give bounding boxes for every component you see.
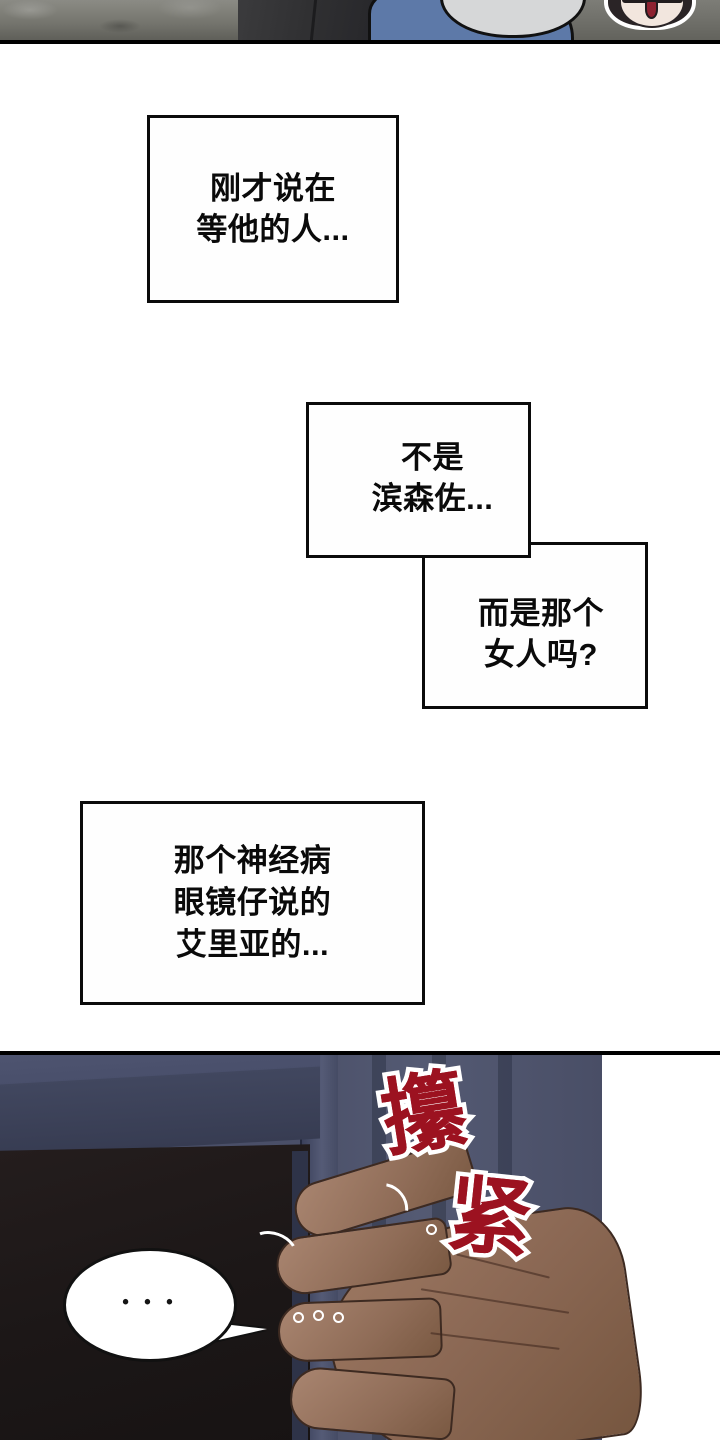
narration-box-4: 那个神经病 眼镜仔说的 艾里亚的... bbox=[80, 801, 425, 1005]
narration-line: 刚才说在 bbox=[210, 171, 336, 206]
narration-line: 艾里亚的... bbox=[175, 927, 330, 962]
sound-effect-tight: 紧 bbox=[439, 1161, 541, 1272]
narration-line: 等他的人... bbox=[196, 212, 350, 247]
narration-line: 女人吗? bbox=[484, 636, 598, 672]
speech-bubble: • • • bbox=[63, 1248, 237, 1362]
narration-box-1: 刚才说在 等他的人... bbox=[147, 115, 399, 303]
narration-box-3-text: 而是那个 女人吗? bbox=[478, 593, 604, 675]
motion-dot-icon bbox=[293, 1312, 304, 1323]
narration-pair-seam bbox=[425, 545, 528, 555]
narration-box-3: 而是那个 女人吗? bbox=[422, 542, 648, 709]
narration-box-2-text: 不是 滨森佐... bbox=[372, 437, 494, 519]
narration-box-4-text: 那个神经病 眼镜仔说的 艾里亚的... bbox=[174, 840, 332, 966]
narration-box-1-text: 刚才说在 等他的人... bbox=[196, 168, 349, 250]
hand-finger-ring bbox=[277, 1297, 443, 1363]
narration-line: 那个神经病 bbox=[173, 843, 332, 878]
character-mouth bbox=[645, 0, 658, 19]
speech-bubble-text: • • • bbox=[122, 1292, 178, 1313]
narration-line: 而是那个 bbox=[478, 595, 604, 631]
motion-dot-icon bbox=[313, 1310, 324, 1321]
sound-effect-clench: 攥 bbox=[371, 1057, 478, 1172]
motion-dot-icon bbox=[426, 1224, 437, 1235]
stone-wall-left bbox=[0, 0, 238, 40]
panel-divider-bottom bbox=[0, 1051, 720, 1055]
hand-finger-little bbox=[287, 1364, 457, 1440]
narration-line: 不是 bbox=[401, 440, 464, 475]
motion-dot-icon bbox=[333, 1312, 344, 1323]
narration-box-2: 不是 滨森佐... bbox=[306, 402, 531, 558]
panel-divider-top bbox=[0, 40, 720, 44]
narration-line: 眼镜仔说的 bbox=[173, 885, 332, 920]
glasses-character bbox=[608, 0, 692, 36]
top-scene-panel bbox=[0, 0, 720, 40]
narration-line: 滨森佐... bbox=[371, 481, 494, 516]
